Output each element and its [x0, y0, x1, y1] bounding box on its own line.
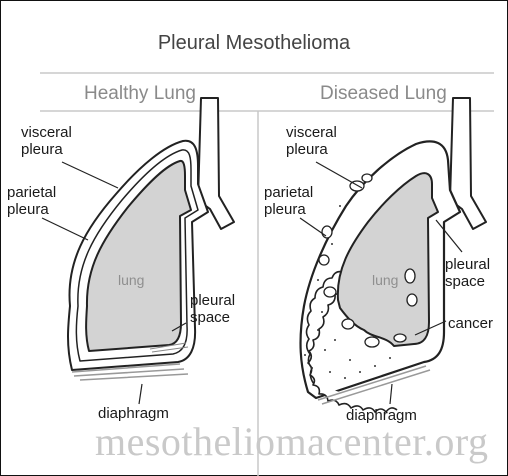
healthy-lung	[68, 98, 234, 380]
diseased-panel-title: Diseased Lung	[320, 83, 447, 105]
healthy-lung-label: lung	[118, 272, 144, 288]
healthy-visceral-label: visceral pleura	[21, 124, 72, 158]
diseased-cancer-label: cancer	[448, 315, 493, 332]
diseased-parietal-label: parietal pleura	[264, 184, 313, 218]
watermark-text: mesotheliomacenter.org	[95, 418, 488, 465]
healthy-pleural-space-label: pleural space	[190, 292, 235, 326]
diseased-lung-label: lung	[372, 272, 398, 288]
diagram-title: Pleural Mesothelioma	[0, 32, 508, 55]
diseased-pleural-space-label: pleural space	[445, 256, 490, 290]
healthy-parietal-label: parietal pleura	[7, 184, 56, 218]
healthy-panel-title: Healthy Lung	[84, 83, 196, 105]
diseased-visceral-label: visceral pleura	[286, 124, 337, 158]
